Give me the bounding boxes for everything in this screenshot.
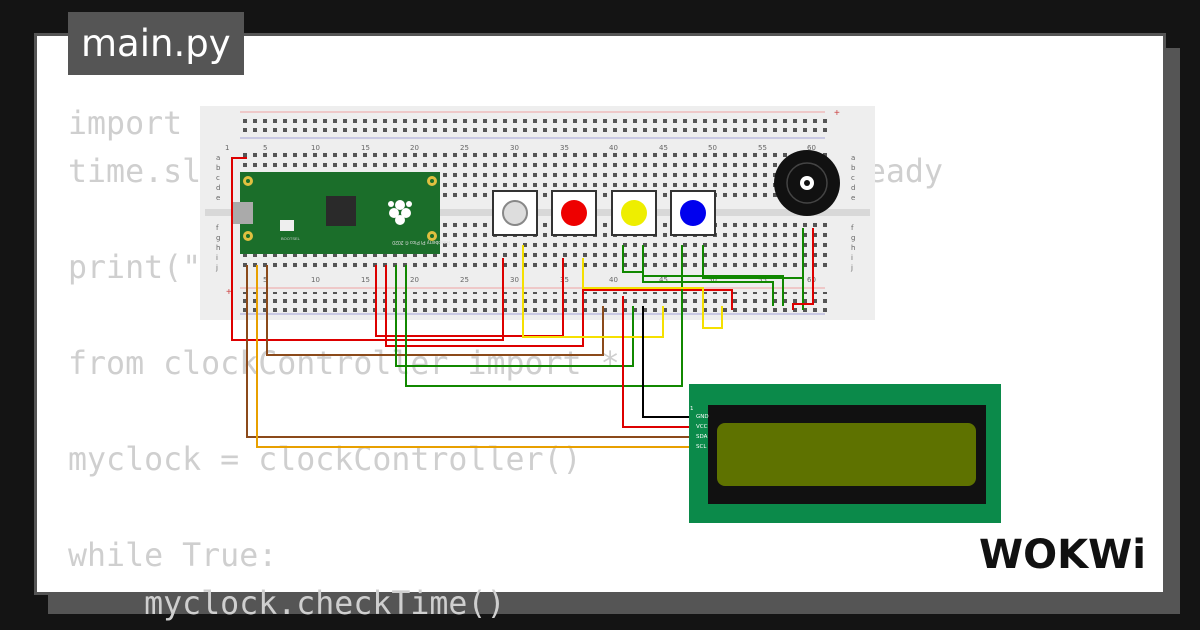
col-number: 45 [659,276,668,284]
button-yellow[interactable] [611,190,657,236]
bootsel-label: BOOTSEL [281,236,301,241]
row-letter: b [851,164,856,172]
lcd-display[interactable]: 1 GND VCC SDA SCL [689,384,1001,523]
column-numbers-bottom: 5 10 15 20 25 30 35 40 45 50 55 60 [263,276,816,284]
wire-orange[interactable] [256,265,690,448]
lcd-pin-label: SDA [696,434,708,440]
column-numbers-top: 1 5 10 15 20 25 30 35 40 45 50 55 60 [225,144,816,152]
col-number: 30 [510,144,519,152]
lcd-pin-label: VCC [696,424,708,430]
plus-label: + [226,287,232,298]
col-number: 5 [263,276,267,284]
row-letter: g [851,234,855,242]
row-letter: c [851,174,855,182]
bootsel-button[interactable] [280,220,294,231]
wokwi-logo-text: WOKWi [979,532,1146,578]
col-number: 25 [460,276,469,284]
col-number: 55 [758,144,767,152]
push-buttons [492,190,716,236]
code-line: while True: [68,538,278,574]
wire-black[interactable] [642,306,690,418]
row-letter: c [216,174,220,182]
col-number: 55 [758,276,767,284]
col-number: 15 [361,144,370,152]
wire-red[interactable] [792,228,814,310]
wire-green[interactable] [642,245,784,306]
button-white[interactable] [492,190,538,236]
row-letter: j [215,264,218,272]
row-letter: e [851,194,855,202]
pico-mounting-holes [246,179,434,238]
row-letter: g [216,234,220,242]
col-number: 15 [361,276,370,284]
pico-label: Raspberry Pi Pico © 2020 [392,239,450,246]
col-number: 20 [410,144,419,152]
code-line: myclock.checkTime() [68,586,506,622]
button-blue[interactable] [670,190,716,236]
wire-red[interactable] [231,157,504,341]
row-letter: d [216,184,220,192]
row-letter: i [216,254,218,262]
raspberry-logo-icon [388,200,412,225]
button-red[interactable] [551,190,597,236]
col-number: 60 [807,276,816,284]
lcd-pins: 1 GND VCC SDA SCL [690,406,709,450]
col-number: 1 [225,144,229,152]
col-number: 40 [609,144,618,152]
wire-brown[interactable] [266,265,604,356]
wire-red[interactable] [375,258,564,337]
col-number: 35 [560,276,569,284]
plus-label: + [834,108,840,119]
lcd-pin-label: GND [696,414,709,420]
wire-yellow[interactable] [582,258,723,329]
col-number: 20 [410,276,419,284]
row-letter: e [216,194,220,202]
wokwi-logo: WOKWi [979,532,1146,578]
row-letter: b [216,164,221,172]
col-number: 50 [708,144,717,152]
filename-tab[interactable]: main.py [68,12,244,75]
usb-port [233,202,253,224]
row-letter: a [851,154,855,162]
col-number: 35 [560,144,569,152]
wire-red[interactable] [385,265,733,347]
pico-board[interactable]: BOOTSEL Raspberry Pi Pico © 2020 [233,172,450,254]
col-number: 45 [659,144,668,152]
row-letters: a b c d e f g h i j a b c d e f g h i j [215,154,856,272]
row-letter: f [851,224,854,232]
col-number: 40 [609,276,618,284]
top-power-rail [240,115,830,135]
row-letter: a [216,154,220,162]
wires [231,157,814,448]
row-letter: i [851,254,853,262]
col-number: 30 [510,276,519,284]
wire-yellow[interactable] [522,245,664,338]
lcd-screen [717,423,976,486]
wire-red[interactable] [622,296,690,428]
row-letter: h [216,244,220,252]
wire-brown[interactable] [246,265,690,438]
col-number: 50 [708,276,717,284]
pico-chip [326,196,356,226]
col-number: 25 [460,144,469,152]
col-number: 5 [263,144,267,152]
lcd-pin-label: SCL [696,444,707,450]
buzzer-icon[interactable] [774,150,840,216]
bottom-power-rail [240,292,830,312]
wire-green[interactable] [405,245,683,387]
row-letter: d [851,184,855,192]
row-letter: j [850,264,853,272]
col-number: 10 [311,144,320,152]
lcd-pin-number: 1 [690,406,694,412]
col-number: 10 [311,276,320,284]
col-number: 60 [807,144,816,152]
row-letter: h [851,244,855,252]
row-letter: f [216,224,219,232]
code-line: from clockController import * [68,346,620,382]
